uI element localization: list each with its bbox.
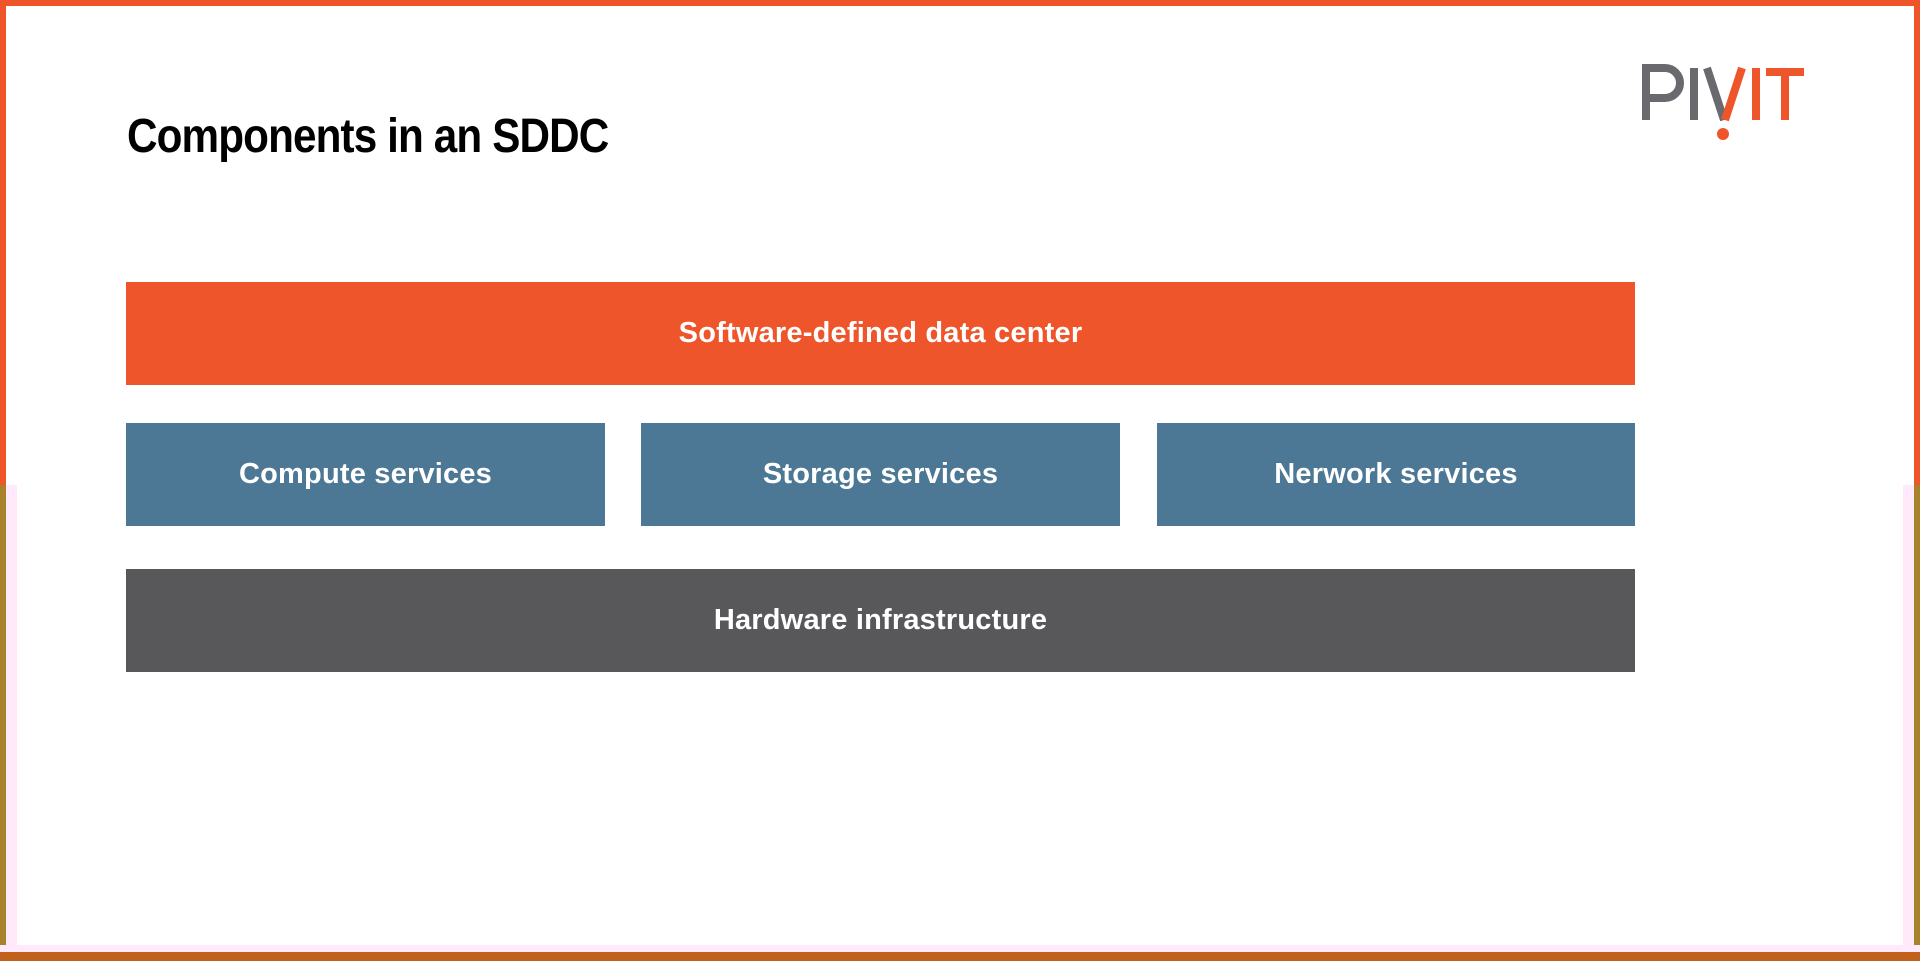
- inner-strip-bottom: [0, 945, 1920, 952]
- layer-software-defined-data-center: Software-defined data center: [126, 282, 1635, 385]
- layer-compute-services: Compute services: [126, 423, 605, 526]
- frame-bottom-border: [0, 952, 1920, 961]
- layer-label: Storage services: [762, 458, 999, 490]
- layer-label: Compute services: [238, 458, 493, 490]
- frame-left-border-lower: [0, 485, 6, 945]
- inner-strip-left: [6, 485, 17, 945]
- layer-network-services: Nerwork services: [1157, 423, 1635, 526]
- frame-right-border-upper: [1914, 6, 1920, 485]
- layer-label: Nerwork services: [1274, 458, 1518, 490]
- layer-label: Hardware infrastructure: [713, 604, 1048, 636]
- page-title: Components in an SDDC: [127, 110, 609, 163]
- frame-right-border-lower: [1914, 485, 1920, 945]
- frame-top-border: [0, 0, 1920, 6]
- inner-strip-right: [1903, 485, 1914, 945]
- layer-storage-services: Storage services: [641, 423, 1120, 526]
- pivit-logo-icon: [1642, 64, 1804, 140]
- layer-label: Software-defined data center: [678, 317, 1083, 349]
- frame-left-border-upper: [0, 6, 6, 485]
- pivit-logo: PIVIT: [1636, 62, 1804, 142]
- layer-hardware-infrastructure: Hardware infrastructure: [126, 569, 1635, 672]
